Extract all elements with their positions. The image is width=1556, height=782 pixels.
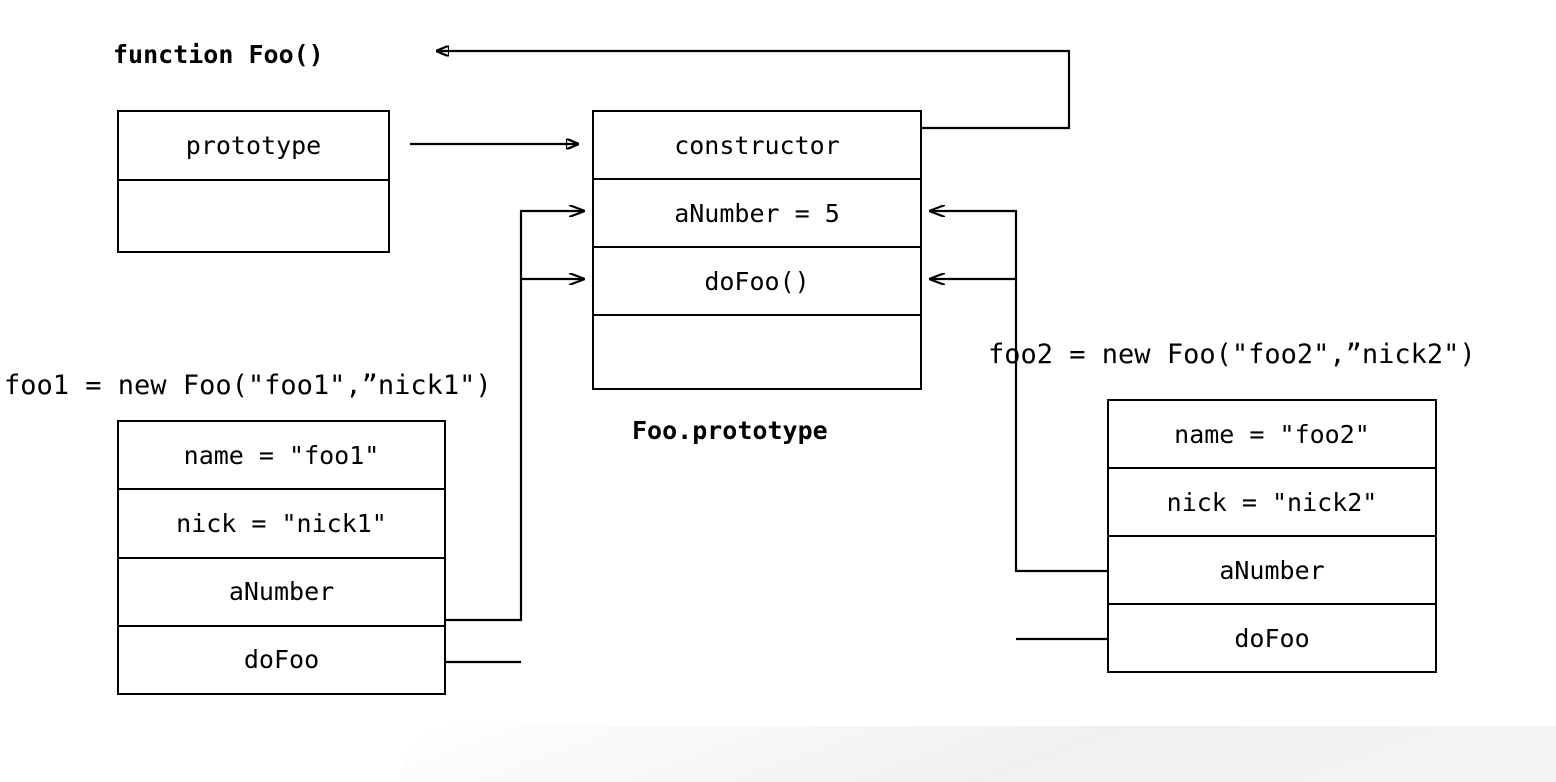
foo2-row-nick: nick = "nick2" — [1109, 469, 1435, 537]
foo1-row-nick: nick = "nick1" — [119, 490, 444, 559]
foo-prototype-row-dofoo: doFoo() — [594, 248, 920, 316]
foo1-declaration: foo1 = new Foo("foo1",”nick1") — [4, 372, 492, 399]
foo2-row-dofoo: doFoo — [1234, 623, 1310, 653]
foo2-declaration-rest: = new Foo("foo2",”nick2") — [1053, 339, 1476, 370]
foo-prototype-row-empty — [594, 316, 920, 388]
foo-function-row-empty — [119, 181, 388, 253]
foo1-box: name = "foo1" nick = "nick1" aNumber doF… — [117, 420, 446, 695]
foo2-to-prototype-connectors — [930, 211, 1107, 641]
foo2-declaration: foo2 = new Foo("foo2",”nick2") — [988, 341, 1476, 368]
foo-function-row-prototype: prototype — [119, 112, 388, 181]
foo2-declaration-name: foo2 — [988, 339, 1054, 370]
foo-prototype-row-anumber: aNumber = 5 — [594, 180, 920, 248]
corner-gradient — [400, 726, 1556, 782]
foo2-row-anumber: aNumber — [1109, 537, 1435, 605]
foo1-declaration-name: foo1 — [4, 370, 70, 401]
foo-prototype-box: constructor aNumber = 5 doFoo() — [592, 110, 922, 390]
foo1-declaration-rest: = new Foo("foo1",”nick1") — [69, 370, 492, 401]
foo-prototype-row-constructor: constructor — [594, 112, 920, 180]
foo1-row-anumber: aNumber — [119, 559, 444, 627]
foo2-box: name = "foo2" nick = "nick2" aNumber doF… — [1107, 399, 1437, 673]
foo1-row-name: name = "foo1" — [119, 422, 444, 491]
foo-function-box: prototype — [117, 110, 390, 253]
function-foo-label: function Foo() — [113, 40, 324, 69]
foo1-row-dofoo: doFoo — [243, 645, 320, 675]
foo-prototype-caption: Foo.prototype — [632, 416, 828, 445]
foo2-row-name: name = "foo2" — [1109, 401, 1435, 469]
foo1-to-prototype-connectors — [446, 211, 584, 664]
